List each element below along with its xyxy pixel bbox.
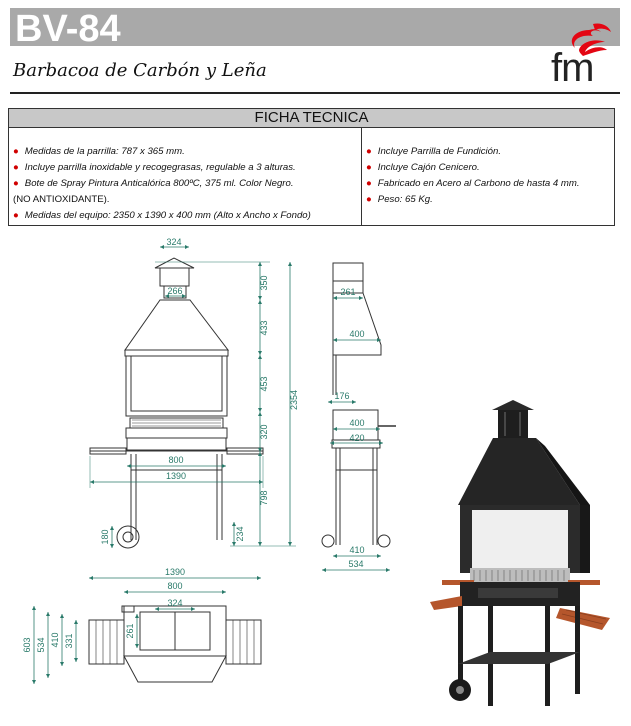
header-band bbox=[10, 8, 620, 46]
spec-sheet-title: FICHA TECNICA bbox=[8, 108, 615, 128]
barbecue-product-image bbox=[430, 400, 610, 706]
dim-label: 798 bbox=[259, 490, 269, 505]
dim-label: 266 bbox=[167, 286, 182, 296]
bullet-icon: ● bbox=[366, 178, 372, 189]
bullet-icon: ● bbox=[13, 146, 19, 157]
bullet-icon: ● bbox=[366, 146, 372, 157]
side-view-labels: 261 400 176 400 420 410 534 bbox=[334, 287, 364, 569]
dim-label: 453 bbox=[259, 376, 269, 391]
front-view-drawing bbox=[89, 257, 264, 549]
spec-right-item: ●Incluye Cajón Cenicero. bbox=[366, 162, 480, 173]
header-rule bbox=[10, 92, 620, 94]
bullet-icon: ● bbox=[13, 178, 19, 189]
spec-right-item: ●Fabricado en Acero al Carbono de hasta … bbox=[366, 178, 580, 189]
dim-label: 324 bbox=[167, 598, 182, 608]
dim-label: 324 bbox=[166, 237, 181, 247]
product-subtitle: Barbacoa de Carbón y Leña bbox=[13, 60, 267, 81]
front-view-labels: 324 266 350 433 453 320 2354 798 800 139… bbox=[100, 237, 299, 545]
dim-label: 180 bbox=[100, 529, 110, 544]
dim-label: 534 bbox=[348, 559, 363, 569]
dim-label: 410 bbox=[50, 632, 60, 647]
dim-label: 410 bbox=[349, 545, 364, 555]
bullet-icon: ● bbox=[366, 162, 372, 173]
top-view-drawing bbox=[88, 605, 262, 683]
bullet-icon: ● bbox=[366, 194, 372, 205]
brand-logo-text: fm bbox=[551, 46, 594, 90]
dim-label: 2354 bbox=[289, 390, 299, 410]
dim-label: 400 bbox=[349, 329, 364, 339]
dim-label: 1390 bbox=[166, 471, 186, 481]
dim-label: 433 bbox=[259, 320, 269, 335]
dim-label: 800 bbox=[167, 581, 182, 591]
spec-left-item: (NO ANTIOXIDANTE). bbox=[13, 194, 110, 205]
dim-label: 234 bbox=[235, 526, 245, 541]
spec-left-item: ●Incluye parrilla inoxidable y recogegra… bbox=[13, 162, 296, 173]
dim-label: 331 bbox=[64, 633, 74, 648]
spec-sheet-divider bbox=[361, 127, 362, 226]
dim-label: 261 bbox=[340, 287, 355, 297]
dim-label: 320 bbox=[259, 424, 269, 439]
spec-right-item: ●Peso: 65 Kg. bbox=[366, 194, 433, 205]
spec-left-item: ●Bote de Spray Pintura Anticalórica 800º… bbox=[13, 178, 294, 189]
dim-label: 800 bbox=[168, 455, 183, 465]
front-view-dimensions bbox=[89, 245, 296, 548]
side-view-dimensions bbox=[322, 296, 390, 572]
side-view-drawing bbox=[321, 262, 396, 548]
fm-flame-logo-icon bbox=[571, 23, 611, 56]
model-title: BV-84 bbox=[15, 8, 121, 50]
spec-left-item: ●Medidas de la parrilla: 787 x 365 mm. bbox=[13, 146, 185, 157]
dim-label: 350 bbox=[259, 275, 269, 290]
spec-left-item: ●Medidas del equipo: 2350 x 1390 x 400 m… bbox=[13, 210, 311, 221]
bullet-icon: ● bbox=[13, 162, 19, 173]
top-view-labels: 1390 800 324 603 534 410 331 261 bbox=[22, 567, 185, 653]
dim-label: 534 bbox=[36, 637, 46, 652]
bullet-icon: ● bbox=[13, 210, 19, 221]
dim-label: 261 bbox=[125, 623, 135, 638]
spec-right-item: ●Incluye Parrilla de Fundición. bbox=[366, 146, 501, 157]
dim-label: 176 bbox=[334, 391, 349, 401]
dim-label: 420 bbox=[349, 433, 364, 443]
top-view-dimensions bbox=[32, 576, 261, 684]
dim-label: 1390 bbox=[165, 567, 185, 577]
dim-label: 603 bbox=[22, 637, 32, 652]
dim-label: 400 bbox=[349, 418, 364, 428]
